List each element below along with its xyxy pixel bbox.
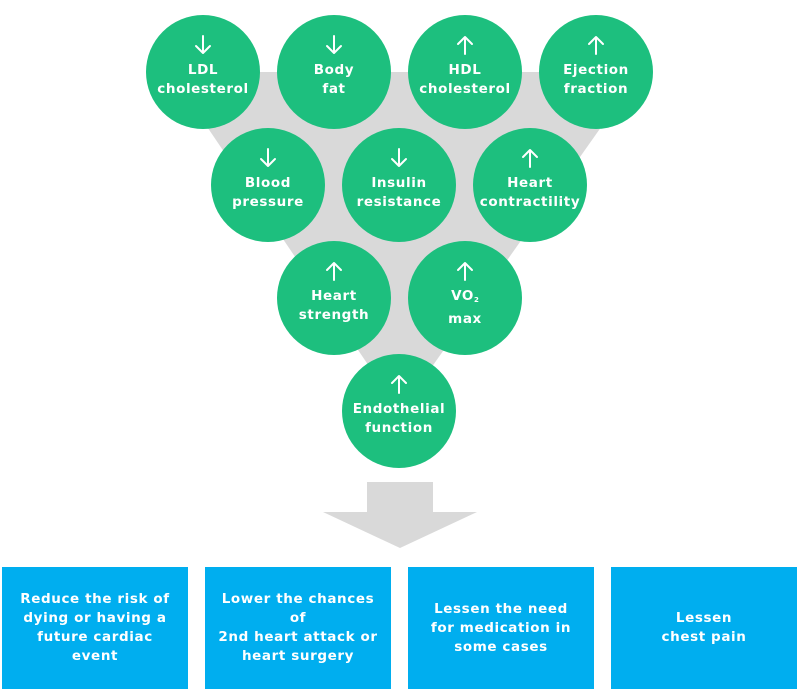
factor-label: Insulin resistance [356, 175, 442, 210]
factor-heart-strength: Heart strength [277, 241, 391, 355]
factor-hdl-cholesterol: HDL cholesterol [408, 15, 522, 129]
outcome-text: Lessen the need for medication in some c… [430, 600, 572, 655]
factor-body-fat: Body fat [277, 15, 391, 129]
factor-label: HDL cholesterol [419, 62, 511, 97]
outcome-lower-chances: Lower the chances of 2nd heart attack or… [205, 567, 391, 689]
arrow-up-icon [457, 262, 473, 281]
arrow-up-icon [588, 36, 604, 55]
down-arrow-shape [323, 482, 477, 548]
factor-ejection-fraction: Ejection fraction [539, 15, 653, 129]
outcome-reduce-risk: Reduce the risk of dying or having a fut… [2, 567, 188, 689]
arrow-down-icon [260, 148, 276, 167]
factor-label: Heart strength [298, 288, 370, 323]
factor-label: VO2 max [448, 288, 482, 327]
arrow-down-icon [391, 148, 407, 167]
factor-endothelial-function: Endothelial function [342, 354, 456, 468]
factor-label: Ejection fraction [563, 62, 629, 97]
outcome-lessen-chest-pain: Lessen chest pain [611, 567, 797, 689]
factor-insulin-resistance: Insulin resistance [342, 128, 456, 242]
arrow-down-icon [326, 35, 342, 54]
factor-vo2-max: VO2 max [408, 241, 522, 355]
arrow-up-icon [391, 375, 407, 394]
arrow-down-icon [195, 35, 211, 54]
factor-label: Endothelial function [352, 401, 446, 436]
factor-blood-pressure: Blood pressure [211, 128, 325, 242]
factor-label: Blood pressure [232, 175, 304, 210]
factor-label: Body fat [313, 62, 355, 97]
arrow-up-icon [326, 262, 342, 281]
outcome-text: Reduce the risk of dying or having a fut… [20, 591, 170, 664]
outcome-text: Lessen chest pain [661, 610, 747, 645]
arrow-up-icon [457, 36, 473, 55]
factor-heart-contractility: Heart contractility [473, 128, 587, 242]
factor-label: Heart contractility [479, 175, 581, 210]
arrow-up-icon [522, 149, 538, 168]
factor-ldl-cholesterol: LDL cholesterol [146, 15, 260, 129]
outcome-text: Lower the chances of 2nd heart attack or… [218, 591, 378, 664]
factor-label: LDL cholesterol [157, 62, 249, 97]
outcome-lessen-medication: Lessen the need for medication in some c… [408, 567, 594, 689]
